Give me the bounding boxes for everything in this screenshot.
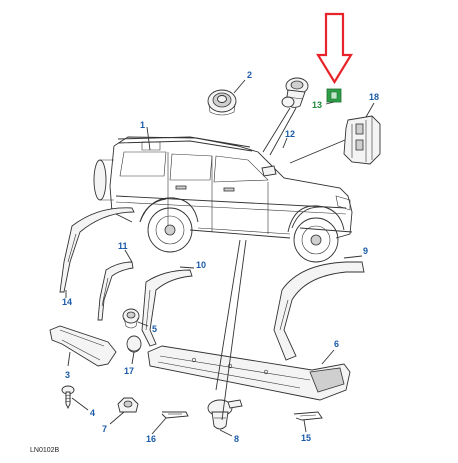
leader-5 [137,321,149,327]
callout-4[interactable]: 4 [90,408,95,418]
highlight-arrow-icon [316,12,353,85]
part-9-front-arch[interactable] [273,261,365,361]
leader-10 [179,266,195,269]
callout-8[interactable]: 8 [234,434,239,444]
leader-16 [151,417,167,435]
callout-6[interactable]: 6 [334,339,339,349]
part-4-screw[interactable] [61,385,75,410]
callout-15[interactable]: 15 [301,433,311,443]
part-18-bracket[interactable] [343,115,381,165]
callout-9[interactable]: 9 [363,246,368,256]
vehicle-body [93,136,353,263]
leader-12-label [282,137,288,149]
part-2-grommet[interactable] [207,89,237,116]
leader-6-long [215,239,241,391]
callout-14[interactable]: 14 [62,297,72,307]
leader-12a [262,107,291,153]
leader-12b [269,107,297,156]
part-7-nut-clip[interactable] [117,397,139,413]
part-13-clip[interactable] [326,88,342,103]
part-12-rivet[interactable] [281,77,309,108]
leader-13 [325,101,335,105]
callout-2[interactable]: 2 [247,70,252,80]
diagram-reference-code: LN0102B [30,447,60,454]
part-3-mudflap[interactable] [49,325,117,367]
callout-17[interactable]: 17 [124,366,134,376]
leader-8-long [221,239,247,421]
part-10-arch-moulding[interactable] [141,269,193,347]
callout-12[interactable]: 12 [285,129,295,139]
part-11-arch-liner[interactable] [97,261,134,321]
part-15-wire-clip[interactable] [293,411,323,421]
part-8-push-rivet[interactable] [207,399,243,430]
callout-18[interactable]: 18 [369,92,379,102]
leader-4 [71,397,89,411]
part-17-grommet[interactable] [126,335,142,353]
leader-18 [365,102,375,118]
callout-11[interactable]: 11 [118,241,128,251]
leader-8 [219,429,233,437]
callout-5[interactable]: 5 [152,324,157,334]
callout-1[interactable]: 1 [140,120,145,130]
leader-7 [109,411,125,425]
callout-13[interactable]: 13 [312,100,322,110]
leader-9 [343,255,363,259]
callout-10[interactable]: 10 [196,260,206,270]
part-5-push-clip[interactable] [122,308,140,329]
callout-3[interactable]: 3 [65,370,70,380]
leader-1 [146,126,151,151]
leader-3 [67,351,71,367]
leader-6 [321,349,335,365]
part-14-arch-extension[interactable] [59,207,135,293]
leader-11 [124,249,133,263]
leader-17 [131,351,135,365]
callout-7[interactable]: 7 [102,424,107,434]
part-6-side-step[interactable] [147,345,351,401]
leader-18-vehicle [289,139,346,164]
part-16-wire-clip[interactable] [161,411,189,419]
leader-15 [303,419,307,433]
leader-2 [233,79,246,94]
callout-16[interactable]: 16 [146,434,156,444]
